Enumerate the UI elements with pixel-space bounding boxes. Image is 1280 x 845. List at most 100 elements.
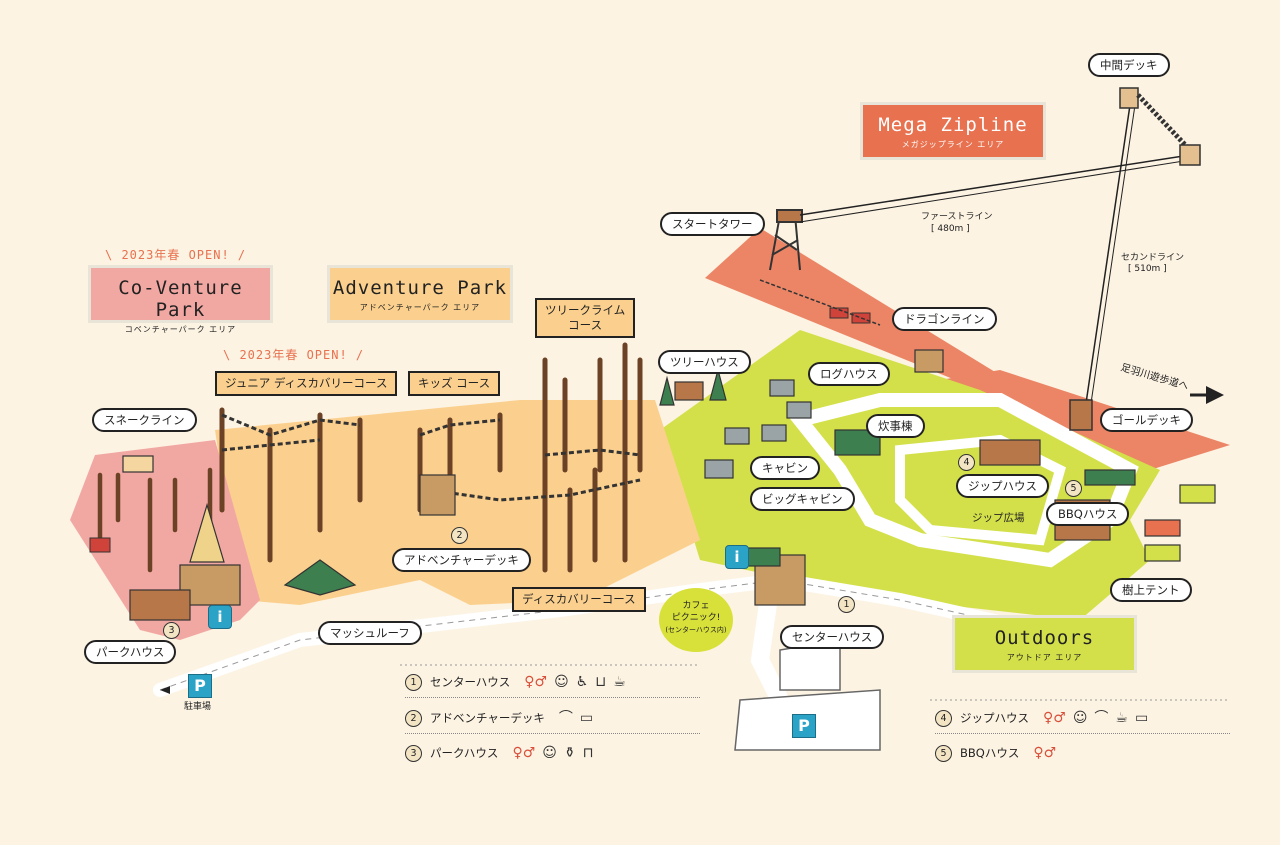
outdoors-card[interactable]: Outdoors アウトドア エリア [952,615,1137,673]
kids-course-label[interactable]: キッズ コース [408,371,501,396]
first-line-length: [ 480m ] [931,224,970,234]
snake-line-label[interactable]: スネークライン [92,408,197,432]
baby-icon: ☺ [554,674,569,690]
outdoors-zone [660,330,1160,620]
first-line-cable [799,154,1191,216]
park-house-label[interactable]: パークハウス [84,640,177,664]
adventure-park-title: Adventure Park [332,277,508,299]
legend-name-1: センターハウス [430,675,511,689]
parking-sign-left[interactable]: P [188,674,212,698]
toilet-icon: ♀♂ [512,745,536,761]
mega-zipline-subtitle: メガジップライン エリア [901,140,1005,149]
wheelchair-icon: ♿ [575,674,589,690]
big-cabin-label[interactable]: ビッグキャビン [750,487,855,511]
locker-icon: ▭ [1134,710,1149,726]
second-line-cable-2 [1089,104,1136,411]
legend-name-3: パークハウス [430,746,499,760]
adventure-rope-bridges [221,413,641,502]
bbq-house-label[interactable]: BBQハウス [1046,502,1130,526]
chukan-deck-structure [1119,87,1201,166]
hanger-icon: ⌒ [1094,710,1109,726]
legend-row-4: 4 ジップハウス ♀♂ ☺ ⌒ ☕ ▭ [935,703,1230,734]
marker-5: 5 [1065,480,1082,497]
tree-house-label[interactable]: ツリーハウス [658,350,751,374]
adventure-park-card[interactable]: Adventure Park アドベンチャーパーク エリア [327,265,513,323]
legend-row-3: 3 パークハウス ♀♂ ☺ ⚱ ⊓ [405,738,700,768]
dragon-line-label[interactable]: ドラゴンライン [892,307,997,331]
discovery-course-label[interactable]: ディスカバリーコース [512,587,646,612]
legend-num-4: 4 [935,709,952,727]
tree-climb-course-label[interactable]: ツリークライム コース [535,298,636,338]
co-venture-park-subtitle: コベンチャーパーク エリア [124,325,237,334]
baby-icon: ☺ [1072,710,1088,726]
start-tower-label[interactable]: スタートタワー [660,212,765,236]
info-sign-center[interactable]: i [725,545,749,569]
toilet-icon: ♀♂ [1043,710,1066,726]
marker-4: 4 [958,454,975,471]
first-line-cable-2 [799,159,1191,223]
junior-discovery-course-label[interactable]: ジュニア ディスカバリーコース [215,371,398,396]
suiji-tou-label[interactable]: 炊事棟 [866,414,925,438]
mega-zipline-card[interactable]: Mega Zipline メガジップライン エリア [860,102,1046,160]
info-sign-park[interactable]: i [208,605,232,629]
marker-3: 3 [163,622,180,639]
mushroom-roof-label[interactable]: マッシュルーフ [318,621,422,645]
legend-row-5: 5 BBQハウス ♀♂ [935,738,1230,768]
adventure-poles [219,342,643,573]
cafe-bubble: カフェ ピクニック! (センターハウス内) [659,588,733,652]
cafe-text-3: (センターハウス内) [665,626,727,634]
legend-num-3: 3 [405,744,422,762]
toilet-icon: ♀♂ [524,674,548,690]
parking-sign-center[interactable]: P [792,714,816,738]
legend-num-2: 2 [405,709,422,727]
log-house-label[interactable]: ログハウス [808,362,890,386]
legend-num-1: 1 [405,673,422,691]
adventure-open-note: \ 2023年春 OPEN! / [223,348,365,362]
drink-icon: ☕ [613,674,626,690]
center-path [750,588,789,705]
second-line-length: [ 510m ] [1128,264,1167,274]
second-line-label: セカンドライン [1121,253,1185,263]
park-house-roof [129,589,191,621]
co-venture-park-card[interactable]: Co-Venture Park コベンチャーパーク エリア [88,265,273,334]
co-venture-park-title: Co-Venture Park [118,277,243,321]
marker-2: 2 [451,527,468,544]
start-tower-structure [769,209,803,271]
hanger-icon: ⌒ [558,710,573,726]
zip-house-label[interactable]: ジップハウス [956,474,1049,498]
legend-name-5: BBQハウス [960,746,1020,760]
tree-house-structure [659,367,727,406]
outdoors-subtitle: アウトドア エリア [1006,653,1083,662]
tree-tent-structures [1144,484,1216,562]
parking-arrow [160,686,170,694]
goal-deck-structure [1069,399,1093,431]
legend-name-4: ジップハウス [960,711,1029,725]
dragon-line-track [759,279,881,326]
center-house-label[interactable]: センターハウス [780,625,885,649]
toilet-icon: ♀♂ [1033,745,1057,761]
parking-label: 駐車場 [184,702,212,712]
cabin-label[interactable]: キャビン [750,456,820,480]
legend-num-5: 5 [935,744,952,762]
counter-icon: ⊓ [582,745,594,761]
snake-line-hut [122,455,154,473]
marker-1: 1 [838,596,855,613]
locker-icon: ▭ [579,710,594,726]
baby-icon: ☺ [542,745,557,761]
mega-zipline-title: Mega Zipline [878,114,1028,136]
legend-name-2: アドベンチャーデッキ [430,711,545,725]
cafe-text-2: ピクニック! [671,613,721,623]
baby-bed-icon: ⊔ [595,674,607,690]
legend-row-2: 2 アドベンチャーデッキ ⌒ ▭ [405,703,700,734]
chukan-deck-label[interactable]: 中間デッキ [1088,53,1170,77]
adventure-park-subtitle: アドベンチャーパーク エリア [359,303,481,312]
adventure-deck-label[interactable]: アドベンチャーデッキ [392,548,531,572]
tipi [189,502,225,563]
second-line-cable [1084,104,1131,411]
adventure-deck-house [419,474,456,516]
jujo-tent-label[interactable]: 樹上テント [1110,578,1192,602]
cafe-text-1: カフェ [682,601,710,611]
goal-deck-label[interactable]: ゴールデッキ [1100,408,1193,432]
legend-row-1: 1 センターハウス ♀♂ ☺ ♿ ⊔ ☕ [405,667,700,698]
